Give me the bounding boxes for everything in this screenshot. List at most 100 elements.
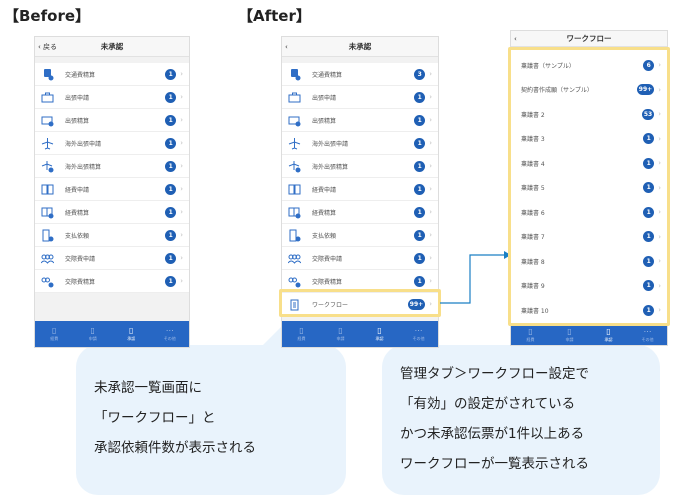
list-item-label: 経費精算 [65,209,90,217]
list-item-label: 稟議書 5 [521,185,545,193]
list-item-label: ワークフロー [312,301,349,309]
briefcase-icon [286,90,302,104]
chevron-right-icon: › [180,70,183,78]
tab-label: 経費 [50,336,59,341]
callout-line: 「有効」の設定がされている [400,396,576,412]
tab-2[interactable]: ▯申請 [74,321,113,347]
list-item[interactable]: 契約書作成願（サンプル）99+› [511,78,667,103]
back-button[interactable]: ‹ [285,43,288,51]
tab-label: その他 [163,336,176,341]
tab-2[interactable]: ▯申請 [550,325,589,345]
tab-3[interactable]: ▯承認 [360,321,399,347]
tab-icon: ▯ [528,327,533,336]
list-item-label: 経費精算 [312,209,337,217]
chevron-right-icon: › [180,139,183,147]
tab-label: 申請 [336,336,345,341]
invoice-icon [286,228,302,242]
people-icon [39,251,55,265]
count-badge: 1 [165,68,177,80]
tab-4[interactable]: ⋯その他 [628,325,667,345]
list-item[interactable]: 稟議書（サンプル）6› [511,53,667,78]
back-button[interactable]: ‹ 戻る [38,43,58,51]
tab-1[interactable]: ▯経費 [282,321,321,347]
callout-line: 「ワークフロー」と [94,410,216,426]
train-icon [286,67,302,81]
tab-1[interactable]: ▯経費 [35,321,74,347]
tab-4[interactable]: ⋯その他 [399,321,438,347]
callout-line: 管理タブ＞ワークフロー設定で [400,366,589,382]
airplane-settle-icon [286,159,302,173]
count-badge: 1 [165,275,177,287]
count-badge: 1 [643,304,655,316]
workflow-row-highlight [279,289,441,317]
page-title: 未承認 [348,42,372,51]
list-item-label: 稟議書 7 [521,234,545,242]
callout-line: かつ未承認伝票が1件以上ある [400,426,585,442]
chevron-right-icon: › [429,162,432,170]
count-badge: 1 [414,114,426,126]
people-settle-icon [39,274,55,288]
tab-icon: ⋯ [643,327,652,336]
tab-label: 承認 [127,336,136,341]
chevron-right-icon: › [180,162,183,170]
back-button[interactable]: ‹ [514,35,517,43]
chevron-right-icon: › [658,281,661,290]
list-item-label: 稟議書 3 [521,136,545,144]
count-badge: 1 [414,137,426,149]
after-label: 【After】 [238,7,311,25]
count-badge: 99+ [636,84,655,96]
chevron-right-icon: › [658,61,661,70]
tab-3[interactable]: ▯承認 [589,325,628,345]
count-badge: 3 [414,68,426,80]
airplane-icon [39,136,55,150]
chevron-right-icon: › [658,306,661,315]
list-item-label: 海外出張申請 [65,140,102,148]
list-item-label: 交際費精算 [312,278,343,286]
tab-1[interactable]: ▯経費 [511,325,550,345]
tab-icon: ⋯ [414,326,423,335]
chevron-right-icon: › [180,277,183,285]
tab-4[interactable]: ⋯その他 [151,321,190,347]
tab-3[interactable]: ▯承認 [112,321,151,347]
chevron-right-icon: › [658,159,661,168]
count-badge: 1 [414,229,426,241]
tab-2[interactable]: ▯申請 [321,321,360,347]
book-icon [286,182,302,196]
tab-icon: ▯ [377,326,382,335]
count-badge: 1 [414,91,426,103]
header: ‹ 未承認 [282,37,438,57]
briefcase-icon [39,90,55,104]
tab-label: 経費 [297,336,306,341]
list-item-label: 出張精算 [312,117,337,125]
